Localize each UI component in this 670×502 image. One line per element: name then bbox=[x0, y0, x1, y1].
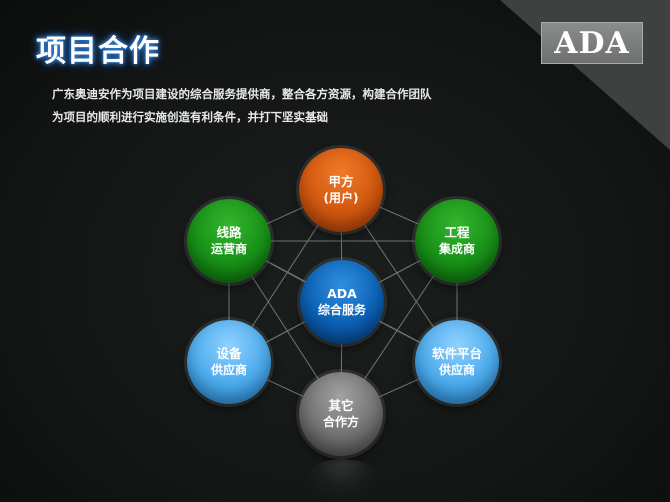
node-engineer[interactable]: 工程 集成商 bbox=[415, 199, 499, 283]
node-other-line2: 合作方 bbox=[322, 415, 359, 429]
node-engineer-line1: 工程 bbox=[444, 225, 470, 240]
node-center-line1: ADA bbox=[327, 286, 357, 301]
intro-line-1: 广东奥迪安作为项目建设的综合服务提供商，整合各方资源，构建合作团队 bbox=[52, 87, 432, 101]
node-other-line1: 其它 bbox=[328, 398, 354, 413]
node-operator-line2: 运营商 bbox=[210, 242, 247, 256]
intro-line-2: 为项目的顺利进行实施创造有利条件，并打下坚实基础 bbox=[52, 110, 328, 124]
node-software-line2: 供应商 bbox=[438, 363, 475, 377]
node-client-line2: (用户) bbox=[323, 191, 359, 205]
node-device-line2: 供应商 bbox=[210, 363, 247, 377]
ada-logo: ADA bbox=[541, 22, 643, 64]
node-reflection bbox=[306, 459, 378, 499]
node-software[interactable]: 软件平台 供应商 bbox=[415, 320, 499, 404]
page-title: 项目合作 bbox=[36, 34, 160, 69]
node-client[interactable]: 甲方 (用户) bbox=[299, 148, 383, 232]
intro-text: 广东奥迪安作为项目建设的综合服务提供商，整合各方资源，构建合作团队 为项目的顺利… bbox=[52, 83, 522, 129]
node-operator[interactable]: 线路 运营商 bbox=[187, 199, 271, 283]
logo-text: ADA bbox=[554, 25, 630, 61]
node-device-line1: 设备 bbox=[216, 346, 242, 361]
node-center-line2: 综合服务 bbox=[317, 303, 366, 317]
node-client-line1: 甲方 bbox=[328, 174, 354, 189]
node-operator-line1: 线路 bbox=[216, 225, 242, 240]
node-device[interactable]: 设备 供应商 bbox=[187, 320, 271, 404]
node-center[interactable]: ADA 综合服务 bbox=[300, 260, 384, 344]
node-software-line1: 软件平台 bbox=[431, 346, 482, 361]
node-engineer-line2: 集成商 bbox=[438, 242, 475, 256]
node-other[interactable]: 其它 合作方 bbox=[299, 372, 383, 456]
